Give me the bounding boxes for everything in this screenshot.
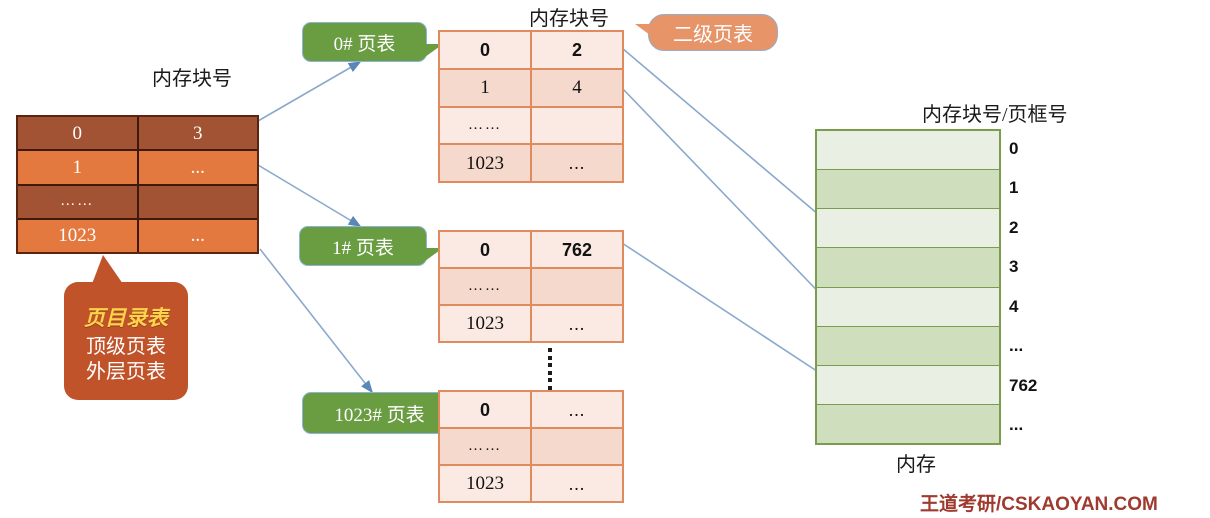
pt-block-cell xyxy=(532,108,622,144)
pdir-index-cell: 0 xyxy=(18,117,139,150)
pdir-block-cell: 3 xyxy=(193,122,203,144)
memory-frame-label: 762 xyxy=(1009,375,1038,395)
pt-index-cell: 1023 xyxy=(440,145,532,181)
page-directory-callout: 页目录表 顶级页表 外层页表 xyxy=(64,255,188,400)
pdir-block-cell: ... xyxy=(190,225,205,247)
arrow-pt0row0-to-frame2 xyxy=(621,47,834,228)
page-table-0-label-text: 0# 页表 xyxy=(333,33,396,55)
memory-frame xyxy=(817,248,999,288)
page-directory-table: 0 3 1 ... …… 1023 ... xyxy=(16,115,259,254)
memory-bottom-label: 内存 xyxy=(896,454,936,476)
pt-index-cell: 1 xyxy=(440,69,532,106)
table-row: 0 ... xyxy=(440,392,622,429)
table-row: 1023 ... xyxy=(18,219,257,252)
table-row: 0 3 xyxy=(18,117,257,152)
pdir-block-cell: ... xyxy=(190,156,205,178)
table-row: 1 ... xyxy=(18,151,257,186)
pt-block-cell: ... xyxy=(568,399,586,420)
callout-line-2: 顶级页表 xyxy=(86,335,166,358)
page-table-1023: 0 ... …… 1023 ... xyxy=(438,390,624,503)
table-row: …… xyxy=(440,107,622,146)
page-table-1: 0 762 …… 1023 ... xyxy=(438,230,624,343)
level2-page-table-callout: 二级页表 xyxy=(635,14,778,51)
callout-line-3: 外层页表 xyxy=(86,360,166,383)
memory-frame xyxy=(817,326,999,366)
table-row: 1023 ... xyxy=(440,466,622,501)
memory-frame-label: 1 xyxy=(1009,178,1019,198)
page-table-1-label: 1# 页表 xyxy=(299,226,443,266)
pt-block-cell: 762 xyxy=(561,239,593,260)
memory-frame-label: 2 xyxy=(1009,217,1019,237)
pt-block-cell: ... xyxy=(568,153,586,174)
page-table-title: 内存块号 xyxy=(529,8,609,30)
pdir-index-cell: 1023 xyxy=(18,219,139,252)
table-row: …… xyxy=(440,429,622,466)
pdir-index-cell: …… xyxy=(18,185,139,218)
pt-block-cell: ... xyxy=(568,473,586,494)
pt-index-cell: 0 xyxy=(440,232,532,267)
memory-frame xyxy=(817,209,999,249)
callout-tail-icon xyxy=(635,24,650,35)
pdir-block-cell xyxy=(139,186,258,218)
page-directory-title: 内存块号 xyxy=(152,68,232,90)
arrow-pt0row1-to-frame4 xyxy=(621,87,834,308)
pt-index-cell: 1023 xyxy=(440,466,532,501)
pt-index-cell: …… xyxy=(440,107,532,144)
callout-tail-icon xyxy=(92,255,123,284)
memory-frame xyxy=(817,365,999,405)
table-row: …… xyxy=(440,269,622,306)
page-table-1-label-text: 1# 页表 xyxy=(332,237,394,259)
memory-frame xyxy=(817,131,999,171)
memory-frame-label: ... xyxy=(1009,415,1024,435)
pt-block-cell: 4 xyxy=(572,77,582,99)
table-row: 0 2 xyxy=(440,32,622,70)
pt-index-cell: …… xyxy=(440,429,532,464)
pt-index-cell: 0 xyxy=(440,32,532,68)
memory-frame-label: 3 xyxy=(1009,257,1019,277)
pt-index-cell: 0 xyxy=(440,392,532,427)
memory-frame-labels: 0 1 2 3 4 ... 762 ... xyxy=(1009,129,1079,445)
vertical-ellipsis-icon xyxy=(543,348,557,390)
memory-frames xyxy=(815,129,1001,445)
memory-frame-label: ... xyxy=(1009,336,1024,356)
arrow-pdir0-to-pt0 xyxy=(257,61,362,122)
pt-block-cell: ... xyxy=(568,313,586,334)
pt-index-cell: …… xyxy=(440,269,532,304)
memory-frame xyxy=(817,287,999,327)
table-row: …… xyxy=(18,185,258,220)
pt-block-cell xyxy=(532,429,622,464)
level2-page-table-label-text: 二级页表 xyxy=(673,24,753,46)
page-table-0-label: 0# 页表 xyxy=(302,22,443,62)
memory-frame-label: 4 xyxy=(1009,296,1019,316)
table-row: 1023 ... xyxy=(440,145,622,181)
pdir-index-cell: 1 xyxy=(18,151,139,184)
arrow-pdir1-to-pt1 xyxy=(257,164,362,227)
pt-block-cell xyxy=(532,269,622,304)
pt-index-cell: 1023 xyxy=(440,306,532,341)
table-row: 0 762 xyxy=(440,232,622,269)
arrow-pdir1023-to-pt1023 xyxy=(259,248,373,394)
memory-title: 内存块号/页框号 xyxy=(922,104,1068,126)
page-table-1023-label-text: 1023# 页表 xyxy=(334,404,425,426)
page-table-0: 0 2 1 4 …… 1023 ... xyxy=(438,30,624,183)
memory-frame xyxy=(817,404,999,443)
pt-block-cell: 2 xyxy=(571,39,582,60)
table-row: 1023 ... xyxy=(440,306,622,341)
page-table-1023-label: 1023# 页表 xyxy=(302,392,473,434)
memory-frame xyxy=(817,170,999,210)
watermark: 王道考研/CSKAOYAN.COM xyxy=(920,494,1158,515)
memory-frame-label: 0 xyxy=(1009,138,1019,158)
callout-line-1: 页目录表 xyxy=(84,305,168,330)
arrow-pt1row0-to-frame762 xyxy=(621,242,834,382)
table-row: 1 4 xyxy=(440,69,622,108)
